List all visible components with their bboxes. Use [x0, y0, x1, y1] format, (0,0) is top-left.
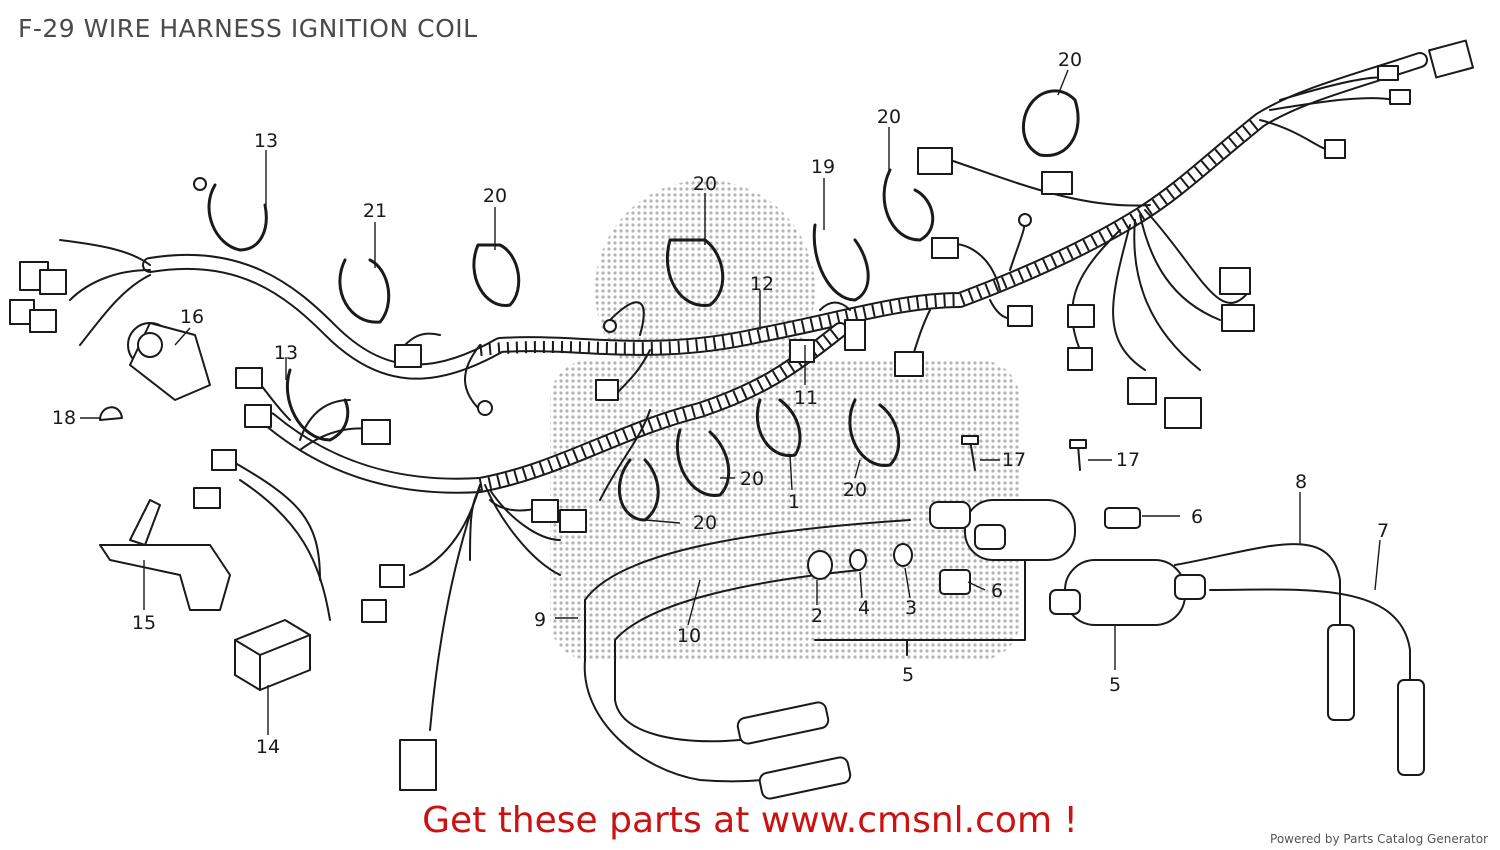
harness-bands: [207, 89, 1080, 522]
footer-credit: Powered by Parts Catalog Generator: [1270, 832, 1488, 846]
callout-leaders: [80, 69, 1381, 735]
ignition-coil-lower: [1049, 559, 1206, 626]
diagram-title: F-29 WIRE HARNESS IGNITION COIL: [18, 14, 478, 43]
callout-1: 1: [788, 491, 800, 513]
ignition-coil-upper: [929, 499, 1076, 561]
callout-15: 15: [132, 612, 156, 634]
callout-19: 19: [811, 156, 835, 178]
callout-14: 14: [256, 736, 280, 758]
callout-20-lower: 20: [693, 512, 717, 534]
coil-hardware: [807, 435, 1141, 656]
spark-plug-cords: [583, 519, 1425, 800]
callout-5-lower: 5: [1109, 674, 1121, 696]
callout-20-center: 20: [693, 173, 717, 195]
callout-20-upper: 20: [877, 106, 901, 128]
svg-text:CMS: CMS: [596, 422, 963, 596]
callout-numbers: 1 2 3 4 5 5 6 6 7 8 9 10 11 12 13 13 14 …: [52, 49, 1389, 758]
ignitor-module: [234, 619, 311, 691]
callout-20-top-right: 20: [1058, 49, 1082, 71]
callout-8: 8: [1295, 471, 1307, 493]
callout-13-upper: 13: [254, 130, 278, 152]
callout-17-right: 17: [1116, 449, 1140, 471]
callout-11: 11: [794, 387, 818, 409]
callout-4: 4: [858, 597, 870, 619]
ignition-switch: [127, 322, 211, 401]
mounting-bracket: [99, 499, 231, 611]
harness-connectors: [9, 39, 1474, 791]
callout-12: 12: [750, 273, 774, 295]
callout-7: 7: [1377, 520, 1389, 542]
callout-13-lower: 13: [274, 342, 298, 364]
rubber-cap: [99, 406, 123, 421]
callout-17-left: 17: [1002, 449, 1026, 471]
callout-18: 18: [52, 407, 76, 429]
callout-10: 10: [677, 625, 701, 647]
callout-6-clip: 6: [1191, 506, 1203, 528]
callout-20-right: 20: [843, 479, 867, 501]
callout-9: 9: [534, 609, 546, 631]
callout-2: 2: [811, 605, 823, 627]
callout-6-coil: 6: [991, 580, 1003, 602]
callout-21: 21: [363, 200, 387, 222]
callout-20-left: 20: [483, 185, 507, 207]
promo-link-text[interactable]: Get these parts at www.cmsnl.com !: [422, 800, 1078, 841]
callout-5-upper: 5: [902, 664, 914, 686]
callout-16: 16: [180, 306, 204, 328]
callout-3: 3: [905, 597, 917, 619]
callout-20-mid: 20: [740, 468, 764, 490]
